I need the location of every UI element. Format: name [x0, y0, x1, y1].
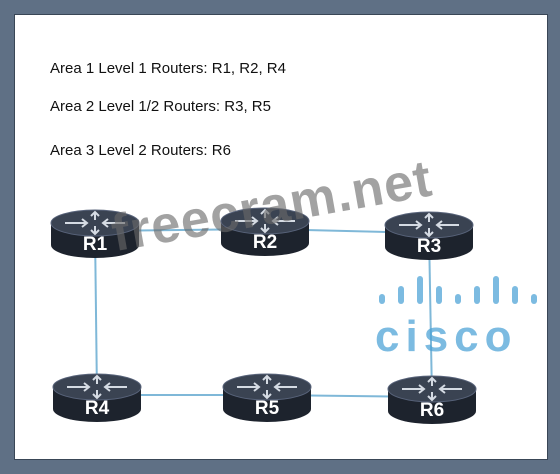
router-label: R6: [420, 400, 444, 421]
router-arrows-icon: [67, 374, 127, 400]
router-r5: R5: [222, 373, 312, 422]
router-arrows-icon: [402, 376, 462, 402]
router-top: [387, 375, 477, 403]
router-arrows-icon: [399, 212, 459, 238]
router-arrows-icon: [65, 210, 125, 236]
area-3-note: Area 3 Level 2 Routers: R6: [50, 142, 231, 159]
router-r2: R2: [220, 207, 310, 256]
brand-wordmark: cisco: [375, 312, 518, 361]
diagram-frame: Area 1 Level 1 Routers: R1, R2, R4 Area …: [14, 14, 548, 460]
cisco-bar: [379, 294, 385, 304]
cisco-bar: [398, 286, 404, 304]
router-top: [52, 373, 142, 401]
link-r1-r4: [94, 230, 98, 396]
router-label: R3: [417, 236, 441, 257]
router-top: [384, 211, 474, 239]
cisco-bars-icon: [379, 276, 537, 304]
cisco-bar: [493, 276, 499, 304]
router-label: R4: [85, 398, 110, 419]
router-label: R5: [255, 398, 280, 419]
router-label: R2: [253, 232, 277, 253]
area-2-note: Area 2 Level 1/2 Routers: R3, R5: [50, 98, 271, 115]
cisco-bar: [512, 286, 518, 304]
router-top: [50, 209, 140, 237]
cisco-bar: [417, 276, 423, 304]
cisco-bar: [455, 294, 461, 304]
router-r6: R6: [387, 375, 477, 424]
cisco-bar: [474, 286, 480, 304]
router-arrows-icon: [235, 208, 295, 234]
router-top: [220, 207, 310, 235]
router-top: [222, 373, 312, 401]
router-r3: R3: [384, 211, 474, 260]
area-1-note: Area 1 Level 1 Routers: R1, R2, R4: [50, 60, 286, 77]
router-label: R1: [83, 234, 108, 255]
router-arrows-icon: [237, 374, 297, 400]
cisco-logo: cisco: [375, 270, 545, 370]
router-r1: R1: [50, 209, 140, 258]
link-r3-r6: [428, 232, 433, 398]
cisco-bar: [436, 286, 442, 304]
cisco-bar: [531, 294, 537, 304]
router-r4: R4: [52, 373, 142, 422]
